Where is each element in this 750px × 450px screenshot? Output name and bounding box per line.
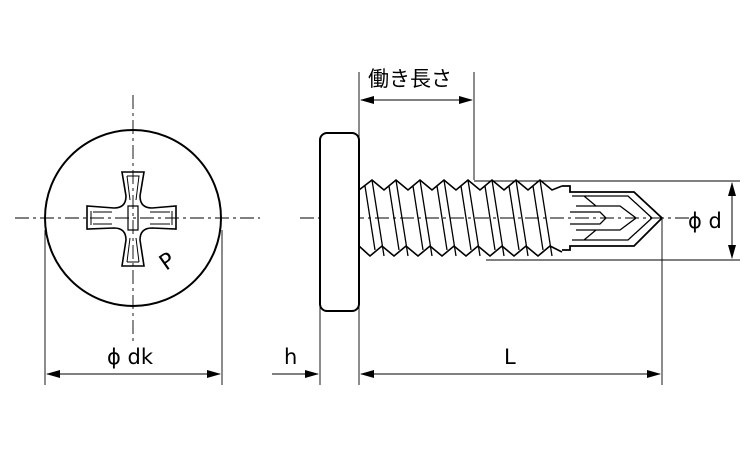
thread-bottom-profile [358, 244, 563, 258]
l-dimension [360, 218, 663, 385]
cross-center [127, 205, 139, 231]
thread-crests [364, 179, 553, 257]
working-length-dimension [358, 72, 475, 180]
l-label: L [504, 345, 516, 369]
d-label: ϕ d [688, 209, 722, 233]
cross-recess-inner [90, 175, 173, 263]
d-dimension [474, 180, 740, 261]
thread-top-profile [358, 178, 563, 192]
working-length-label: 働き長さ [368, 67, 452, 91]
h-label: h [284, 345, 297, 369]
cross-recess [86, 171, 177, 267]
dk-dimension [44, 230, 223, 385]
head-top-view [15, 95, 260, 345]
h-dimension [272, 300, 360, 385]
head-mark-p: P [155, 248, 180, 276]
screw-head [319, 132, 360, 312]
dk-label: ϕ dk [107, 345, 154, 369]
drill-flutes [570, 195, 653, 241]
